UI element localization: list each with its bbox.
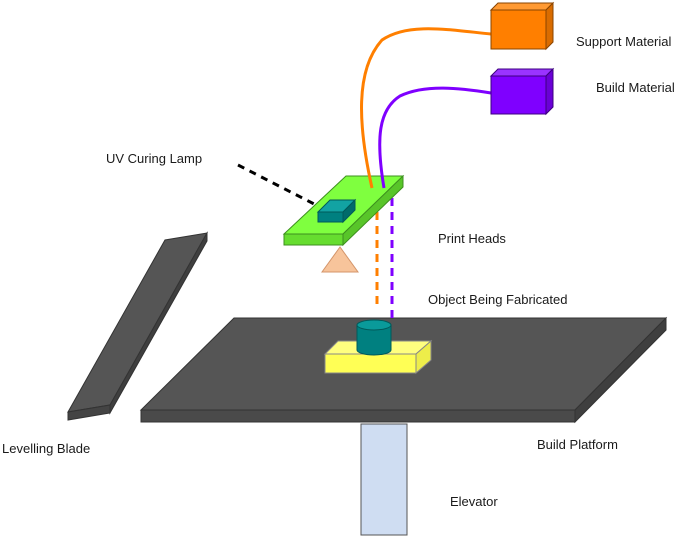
support-material-box (489, 1, 555, 51)
build-material-box (489, 67, 555, 116)
object-being-fabricated-label: Object Being Fabricated (428, 292, 568, 307)
print-heads-label: Print Heads (438, 231, 506, 246)
uv-curing-lamp-block (316, 198, 357, 224)
build-platform-label: Build Platform (537, 437, 618, 452)
uv-lamp-leader-line (237, 163, 319, 208)
build-feed-tube (378, 86, 492, 189)
levelling-blade-label: Levelling Blade (2, 441, 91, 456)
uv-light-cone (321, 246, 359, 273)
levelling-blade (67, 231, 208, 421)
elevator-label: Elevator (450, 494, 498, 509)
build-material-label: Build Material (596, 80, 675, 95)
support-feed-tube (360, 27, 492, 189)
elevator-column (360, 423, 408, 536)
support-material-label: Support Material (576, 34, 672, 49)
object-cylinder (356, 319, 392, 356)
uv-curing-lamp-label: UV Curing Lamp (106, 151, 203, 166)
